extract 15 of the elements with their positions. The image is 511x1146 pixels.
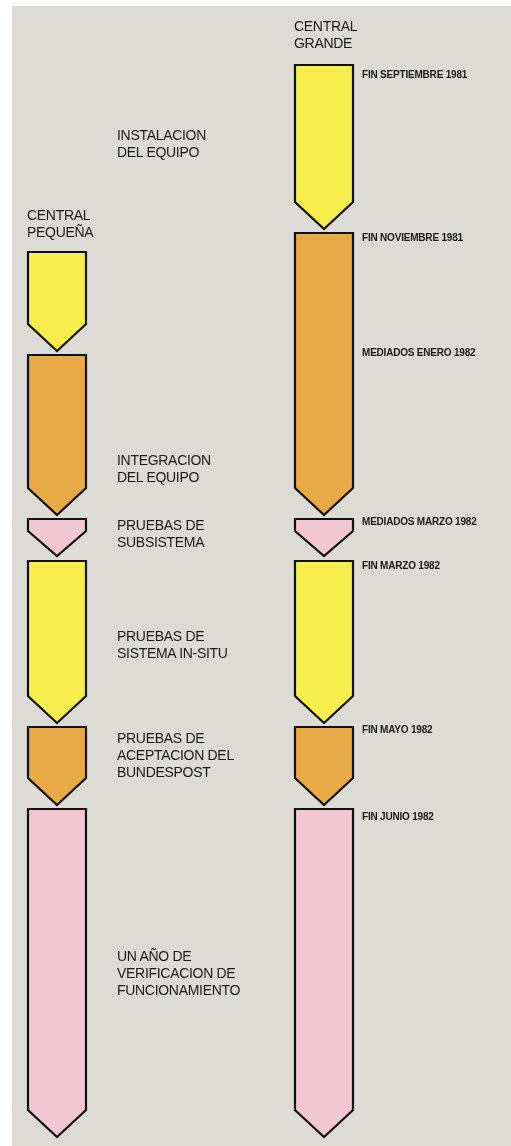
phase-label: INSTALACION DEL EQUIPO	[117, 127, 207, 161]
phase-label: UN AÑO DE VERIFICACION DE FUNCIONAMIENTO	[117, 948, 242, 999]
phase-label: PRUEBAS DE ACEPTACION DEL BUNDESPOST	[117, 730, 235, 781]
column-heading: CENTRAL PEQUEÑA	[27, 207, 95, 241]
date-label: MEDIADOS MARZO 1982	[362, 516, 477, 527]
date-label: FIN JUNIO 1982	[362, 811, 434, 822]
date-label: FIN MARZO 1982	[362, 560, 440, 571]
phase-label: PRUEBAS DE SISTEMA IN-SITU	[117, 628, 229, 662]
date-label: MEDIADOS ENERO 1982	[362, 347, 476, 358]
phase-label: INTEGRACION DEL EQUIPO	[117, 452, 212, 486]
column-heading: CENTRAL GRANDE	[294, 18, 358, 52]
date-label: FIN SEPTIEMBRE 1981	[362, 69, 468, 80]
date-label: FIN MAYO 1982	[362, 724, 433, 735]
date-label: FIN NOVIEMBRE 1981	[362, 232, 463, 243]
phase-label: PRUEBAS DE SUBSISTEMA	[117, 517, 206, 551]
